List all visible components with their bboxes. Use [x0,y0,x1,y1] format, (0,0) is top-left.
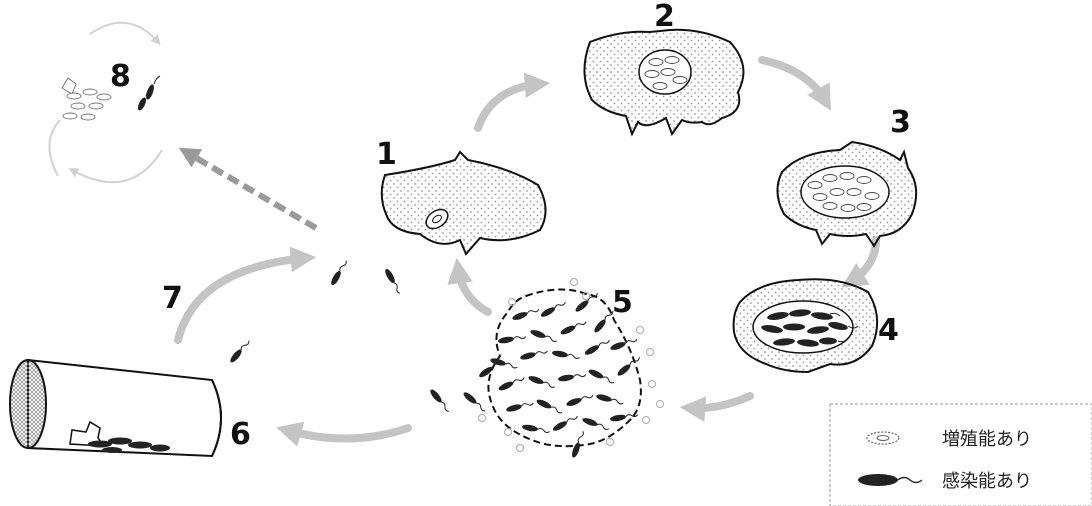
trypomastigote-18 [506,402,534,412]
replicative-form-icon [866,431,900,445]
free-trypomastigote-6 [430,389,449,412]
stage-1-cell [380,150,547,256]
trypomastigote-26 [463,392,486,412]
trypomastigote-11 [584,339,610,355]
stage-number-7: 7 [162,281,183,316]
trypomastigote-2 [540,301,566,317]
trypomastigote-4 [498,336,527,344]
trypomastigote-17 [617,357,640,376]
trypomastigote-24 [582,418,610,430]
stage-numbers: 1 2 3 4 5 6 7 8 [110,0,911,452]
cycle-8-arrows [48,21,163,184]
stage-number-5: 5 [612,285,633,320]
free-trypomastigote-2 [385,268,401,294]
free-trypomastigote-3 [230,340,250,363]
arrow-1-to-2 [474,72,551,132]
trypomastigote-19 [536,399,563,414]
trypomastigote-16 [588,369,615,384]
stage-5-ruptured-cell [487,288,642,448]
legend-label-replicative: 増殖能あり [942,428,1032,450]
dashed-arrow-to-8 [178,147,318,231]
legend-label-infective: 感染能あり [942,471,1032,492]
trypomastigote-28 [572,430,584,458]
arrow-7-to-free [174,246,317,344]
stage-number-6: 6 [230,417,251,452]
released-dots [478,278,664,452]
trypomastigote-1 [512,308,540,320]
stage-number-2: 2 [654,0,675,34]
cycle-arrows [174,56,880,447]
trypomastigote-22 [522,424,550,433]
infective-form-icon [858,474,923,486]
trypomastigote-20 [566,394,594,406]
trypomastigote-13 [498,377,525,391]
stage-number-4: 4 [878,313,899,348]
stage-number-8: 8 [110,59,131,94]
trypomastigote-12 [610,338,638,350]
trypomastigote-6 [560,321,587,335]
arrow-5-to-6 [276,421,412,447]
arrow-2-to-3 [758,56,832,111]
trypomastigote-10 [552,350,580,359]
trypomastigote-21 [596,394,624,405]
stage-6-vessel [9,358,222,458]
trypomastigote-27 [479,360,503,378]
arrow-5-to-1 [447,257,492,316]
trypomastigote-8 [490,358,518,369]
trypomastigote-7 [594,310,614,333]
stage-number-1: 1 [376,137,397,172]
arrow-4-to-5 [679,392,754,422]
stage-3-cell [776,140,918,248]
trypomastigote-25 [610,414,639,422]
trypomastigote-9 [520,350,548,360]
stage-number-3: 3 [890,105,911,140]
trypomastigote-23 [552,415,578,431]
free-trypomastigote-1 [331,260,347,286]
stage-8-forms [61,75,161,121]
legend: 増殖能あり 感染能あり [829,403,1092,506]
stage-2-cell [583,28,745,137]
arrow-3-to-4 [841,236,880,288]
trypomastigote-14 [528,376,556,388]
stage-4-cell [732,278,879,374]
trypomastigote-15 [558,374,587,382]
trypomastigote-5 [530,330,558,342]
stage-5-parasites [463,278,664,458]
